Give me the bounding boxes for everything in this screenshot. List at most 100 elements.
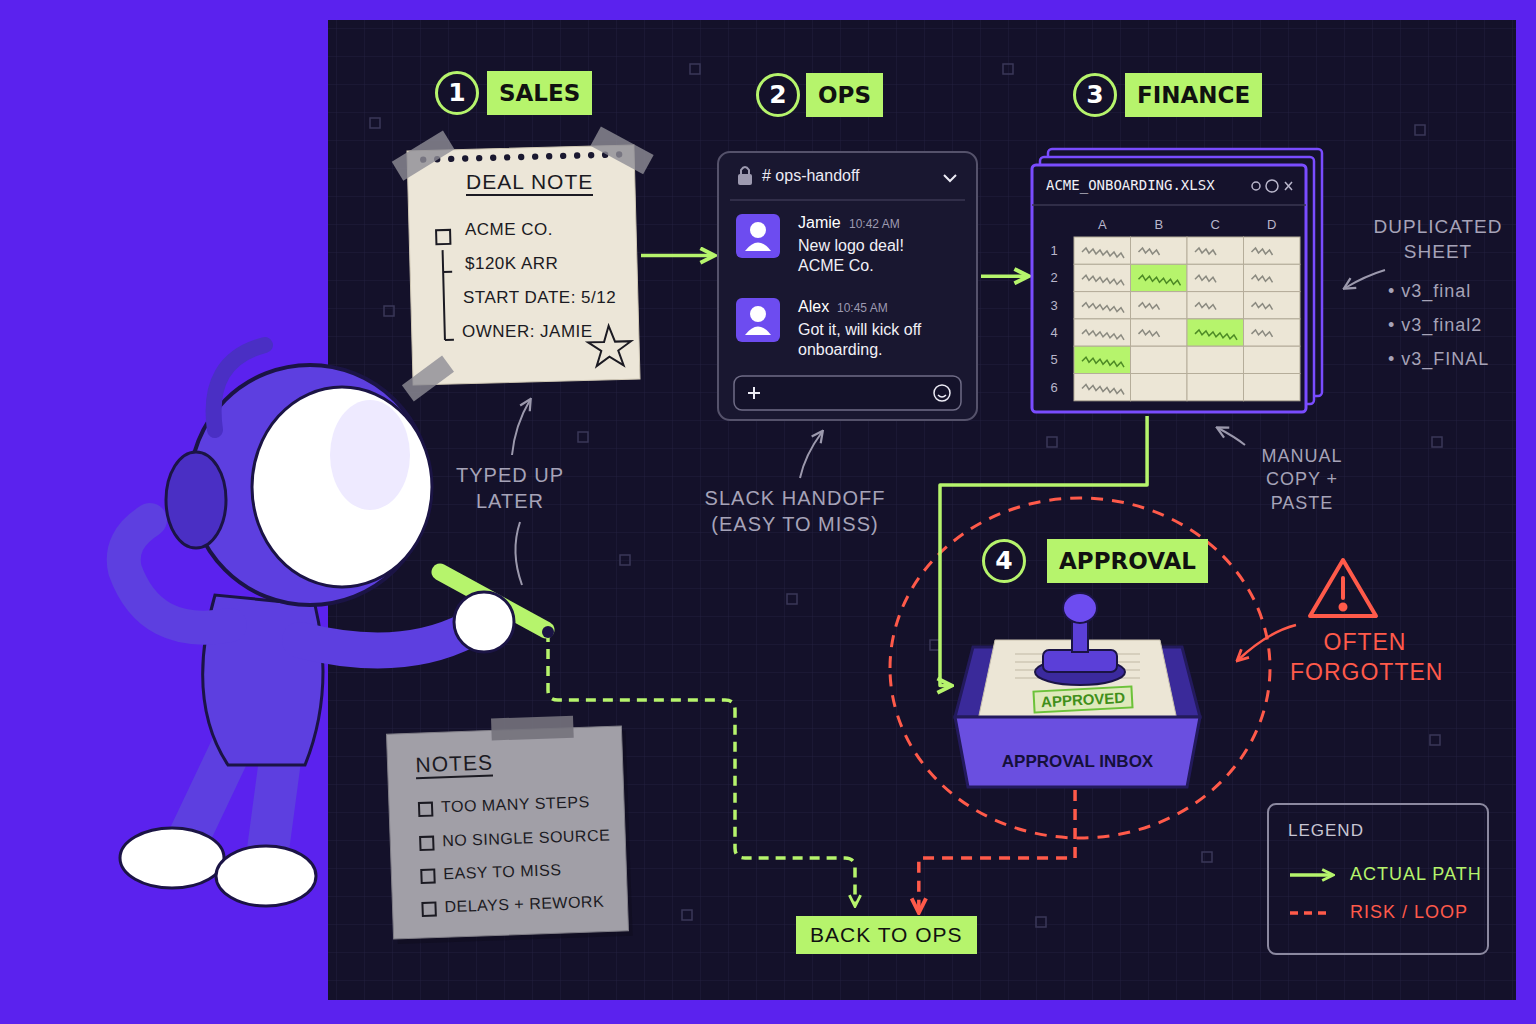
spreadsheet-window-shape-part (1082, 330, 1124, 340)
spreadsheet-window-shape-part (1195, 275, 1216, 282)
deal-note-shape-part (462, 155, 469, 162)
spreadsheet-window-shape-part (1285, 182, 1292, 190)
annotation-label: • v3_final (1388, 280, 1471, 303)
notes-paper-shape-part (422, 903, 435, 916)
approval-inbox-shape-part (1043, 650, 1117, 672)
leader-lines-part (512, 400, 530, 455)
deal-note-shape-part (560, 153, 567, 160)
deal-note-shape-part (490, 154, 497, 161)
spreadsheet-window-shape-part (1139, 330, 1160, 337)
column-header: A (1074, 217, 1131, 232)
slack-window-shape-part (944, 175, 956, 181)
deal-note: 1SALESDEAL NOTEACME CO.$120K ARRSTART DA… (410, 148, 637, 382)
deal-note-shape-part (448, 156, 455, 163)
spreadsheet-window-shape-part (1195, 248, 1216, 255)
astronaut-part (300, 630, 468, 650)
spreadsheet-window-shape-part (1131, 374, 1188, 401)
annotation-label: • v3_FINAL (1388, 348, 1489, 371)
deal-note-shape-part (443, 250, 454, 340)
legend-sample (1288, 865, 1338, 885)
deal-note-shape-part (518, 154, 525, 161)
note-heading: DEAL NOTE (466, 170, 593, 196)
deal-note-shape-part (532, 153, 539, 160)
spreadsheet-window-shape-part (1131, 264, 1188, 291)
spreadsheet-window-shape-part (1252, 303, 1273, 310)
spreadsheet-window-shape-part (1252, 248, 1273, 255)
deco-squares-part (1202, 852, 1212, 862)
deco-squares-part (578, 432, 588, 442)
spreadsheet-window-shape-part (1244, 346, 1301, 373)
legend-entry: ACTUAL PATH (1288, 864, 1482, 885)
forgotten-arrow (1238, 625, 1296, 660)
legend-sample-part (1290, 911, 1332, 915)
deal-note-shape-part (588, 152, 595, 159)
spreadsheet-window-shape-part (1139, 248, 1160, 255)
spreadsheet-window-shape-part (1131, 319, 1188, 346)
annotation-label: TYPED UP LATER (455, 462, 565, 514)
notes-paper: NOTESTOO MANY STEPSNO SINGLE SOURCEEASY … (386, 726, 628, 939)
step-number: 1 (435, 71, 479, 115)
deal-note-shape-part (476, 155, 483, 162)
approval-risk-loop (890, 498, 1270, 838)
spreadsheet-window-shape-part (1187, 374, 1244, 401)
legend-text: ACTUAL PATH (1350, 864, 1482, 885)
deal-note-shape-part (546, 153, 553, 160)
spreadsheet-window-shape-part (1195, 303, 1216, 310)
slack-window-shape-part (938, 395, 946, 397)
box-label: BACK TO OPS (810, 923, 963, 947)
astronaut-part (542, 626, 554, 638)
slack-window-shape-part (748, 387, 760, 399)
spreadsheet-window-shape-part (1032, 165, 1306, 412)
deco-squares-part (1430, 735, 1440, 745)
legend-entry: RISK / LOOP (1288, 902, 1468, 923)
legend-sample (1288, 903, 1338, 923)
deco-squares-part (1415, 125, 1425, 135)
spreadsheet-window-shape-part (1244, 237, 1301, 264)
leader-lines-part (1218, 428, 1245, 445)
inbox-label: APPROVAL INBOX (955, 752, 1200, 772)
row-number: 1 (1038, 243, 1070, 258)
approval-inbox: 4APPROVALAPPROVEDAPPROVAL INBOX (955, 592, 1200, 787)
spreadsheet-window-shape-part (1032, 204, 1306, 206)
leader-lines-part (1345, 270, 1385, 288)
annotation-label: OFTEN FORGOTTEN (1290, 628, 1440, 688)
spreadsheet-window-shape-part (1074, 292, 1131, 319)
approval-inbox-shape-part (1063, 593, 1097, 623)
spreadsheet-window-shape-part (1131, 292, 1188, 319)
spreadsheet-window-shape-part (1252, 275, 1273, 282)
note-heading: NOTES (415, 750, 493, 779)
note-line: $120K ARR (465, 254, 558, 274)
column-header: D (1244, 217, 1301, 232)
slack-window-shape-part (736, 298, 780, 342)
spreadsheet-window-shape-part (1074, 237, 1131, 264)
row-number: 4 (1038, 325, 1070, 340)
note-line: START DATE: 5/12 (463, 288, 616, 308)
astronaut-part (252, 387, 432, 587)
spreadsheet-window-shape-part (1244, 292, 1301, 319)
deco-squares-part (690, 64, 700, 74)
annotation-label: MANUAL COPY + PASTE (1232, 445, 1372, 515)
astronaut-part (216, 846, 316, 906)
slack-window-shape-part (745, 327, 771, 336)
slack-window-shape-part (736, 214, 780, 258)
step-number: 2 (756, 73, 800, 117)
step-number: 4 (982, 539, 1026, 583)
leader-lines-part (800, 432, 822, 478)
warning-icon-part (1310, 560, 1376, 616)
file-name: ACME_ONBOARDING.XLSX (1046, 177, 1215, 193)
annotation-label: LEGEND (1288, 820, 1364, 842)
spreadsheet-window-shape-part (1082, 248, 1124, 258)
deal-note-shape-part (504, 154, 511, 161)
spreadsheet-window-shape-part (1266, 180, 1278, 192)
spreadsheet-window-shape-part (1187, 264, 1244, 291)
spreadsheet-window-shape (1032, 165, 1306, 412)
slack-window-shape (718, 152, 977, 420)
row-number: 2 (1038, 270, 1070, 285)
message-text: New logo deal! ACME Co. (798, 236, 948, 276)
slack-window-shape-part (738, 174, 752, 185)
slack-window-shape-part (745, 243, 771, 252)
spreadsheet-window-shape-part (1074, 319, 1131, 346)
slack-window-shape-part (730, 199, 965, 201)
deal-note-shape-part (574, 152, 581, 159)
annotation-label: SLACK HANDOFF (EASY TO MISS) (700, 485, 890, 537)
